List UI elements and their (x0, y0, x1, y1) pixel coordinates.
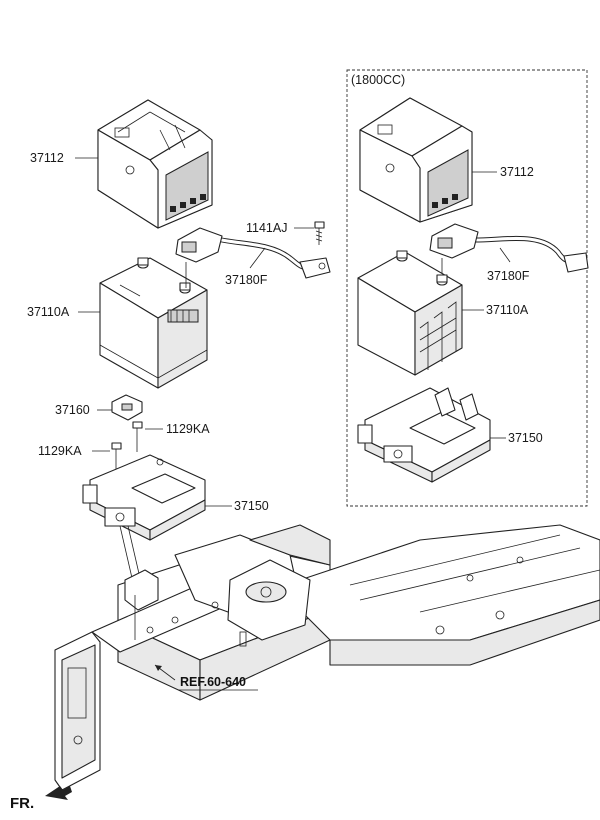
battery-cable-main (175, 227, 331, 288)
bolt-1129ka-upper (132, 421, 143, 452)
callout-37112-main: 37112 (30, 151, 64, 165)
callout-37112-alt: 37112 (500, 165, 534, 179)
battery-alt (357, 250, 463, 376)
front-arrow-icon (45, 786, 72, 800)
callout-37180f-alt: 37180F (487, 269, 530, 283)
battery-tray-main (97, 99, 213, 229)
front-body-frame (54, 524, 600, 791)
variant-1800cc-group: (1800CC) (346, 69, 588, 507)
variant-label: (1800CC) (351, 73, 405, 87)
battery-tray-alt (359, 97, 473, 223)
callout-1129ka-lower: 1129KA (38, 444, 82, 458)
callout-37180f-main: 37180F (225, 273, 268, 287)
battery-main (99, 257, 208, 389)
callout-37160: 37160 (55, 403, 90, 417)
callout-37150-main: 37150 (234, 499, 269, 513)
front-direction-indicator: FR. (10, 786, 72, 812)
callout-1141aj: 1141AJ (246, 221, 287, 235)
callout-37110a-alt: 37110A (486, 303, 529, 317)
reference-label: REF.60-640 (180, 675, 246, 689)
callout-37110a-main: 37110A (27, 305, 70, 319)
variant-box-outline (346, 69, 588, 507)
callout-37150-alt: 37150 (508, 431, 543, 445)
callout-1129ka-upper: 1129KA (166, 422, 210, 436)
battery-bracket-alt (357, 387, 491, 483)
front-direction-label: FR. (10, 795, 34, 812)
clamp-37160 (111, 394, 143, 421)
bolt-1141aj (314, 221, 325, 245)
battery-cable-alt (429, 223, 589, 280)
battery-bracket-main (82, 454, 206, 579)
